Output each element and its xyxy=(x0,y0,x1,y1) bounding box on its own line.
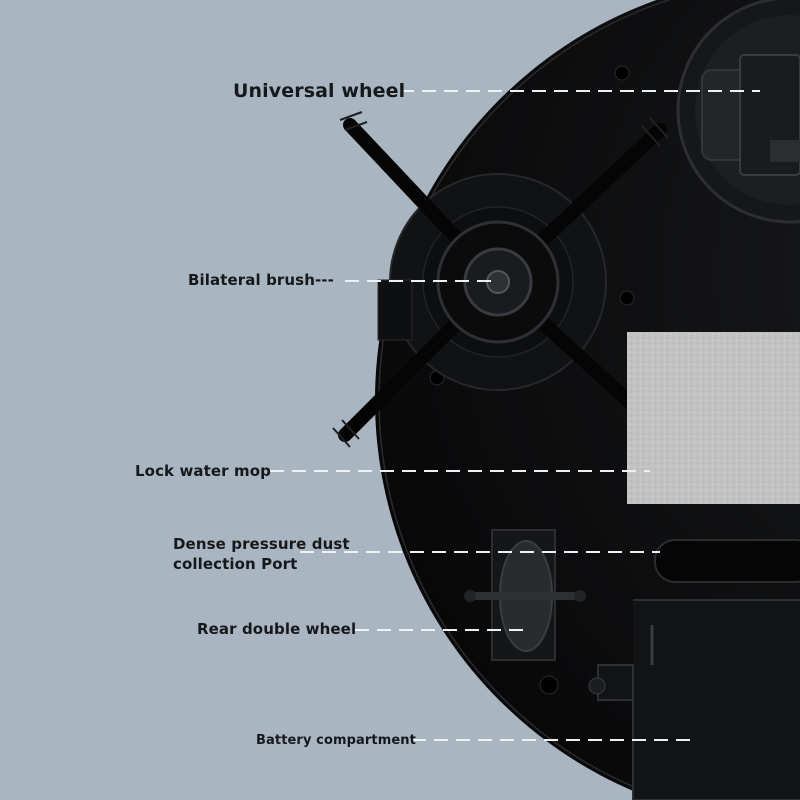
universal-wheel-clip xyxy=(770,140,800,162)
screw-hole xyxy=(539,675,559,695)
mop-pad xyxy=(627,332,800,504)
leader-lines xyxy=(270,90,760,741)
label-dense-pressure-dust-port: Dense pressure dust collection Port xyxy=(173,534,350,574)
bumper-cutout xyxy=(377,279,413,341)
label-lock-water-mop: Lock water mop xyxy=(135,462,271,480)
rear-wheel-peg xyxy=(574,590,586,602)
label-rear-double-wheel: Rear double wheel xyxy=(197,620,357,638)
screw-hole xyxy=(614,65,630,81)
screw-hole xyxy=(619,290,635,306)
label-dense-line-1: Dense pressure dust xyxy=(173,535,350,553)
dust-collection-port xyxy=(654,539,800,583)
label-universal-wheel: Universal wheel xyxy=(233,80,406,102)
battery-screw xyxy=(588,677,606,695)
rear-wheel-peg xyxy=(464,590,476,602)
label-dense-line-2: collection Port xyxy=(173,555,298,573)
label-battery-compartment: Battery compartment xyxy=(256,733,416,748)
label-bilateral-brush: Bilateral brush--- xyxy=(188,271,334,289)
